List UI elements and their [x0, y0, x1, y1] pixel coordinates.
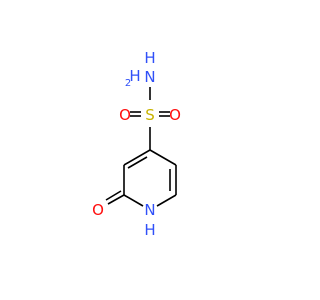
- bond-c4-c3-inner: [127, 156, 148, 169]
- nh2-h-label: H: [144, 49, 155, 67]
- oxygen-left-label: O: [119, 106, 131, 124]
- bond-c2-n1: [123, 194, 144, 207]
- atom-labels: H N H 2 S O O O N H: [92, 49, 181, 239]
- bond-c2-o-b: [105, 190, 122, 201]
- bond-n1-c6: [156, 194, 177, 207]
- bonds: [105, 87, 177, 207]
- sulfur-label: S: [145, 106, 155, 124]
- bond-c5-c4: [149, 149, 177, 166]
- bond-c2-o-a: [107, 194, 125, 205]
- nh2-h-label-left: H: [129, 67, 140, 85]
- ring-nh-hydrogen-label: H: [144, 221, 155, 239]
- molecule-diagram: H N H 2 S O O O N H: [92, 49, 181, 239]
- nh2-subscript: 2: [125, 78, 131, 89]
- nh2-n-label: N: [144, 68, 155, 86]
- carbonyl-oxygen-label: O: [92, 201, 104, 219]
- ring-nitrogen-label: N: [144, 201, 155, 219]
- bond-c4-c3: [123, 149, 151, 166]
- oxygen-right-label: O: [169, 106, 181, 124]
